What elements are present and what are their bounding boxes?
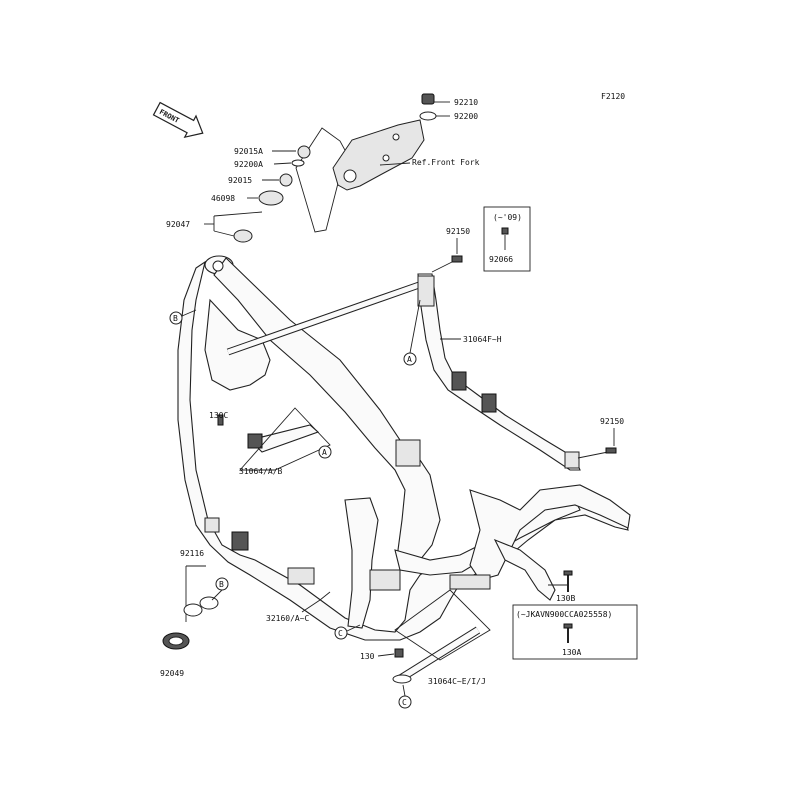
svg-text:C: C — [402, 698, 407, 707]
label-92015A: 92015A — [234, 147, 263, 156]
race-icon — [233, 229, 253, 243]
label-until-vin: (~JKAVN900CCA025558) — [516, 610, 612, 619]
label-31064AB: 31064/A/B — [239, 467, 283, 476]
label-31064CEIJ: 31064C~E/I/J — [428, 677, 486, 686]
label-130A: 130A — [562, 648, 581, 657]
svg-text:C: C — [338, 629, 343, 638]
bracket-hole — [343, 169, 357, 183]
washer-92066-icon — [501, 227, 509, 235]
label-92015: 92015 — [228, 176, 252, 185]
box-until-vin — [512, 604, 638, 660]
label-ref-front-fork: Ref.Front Fork — [412, 158, 480, 167]
label-92200: 92200 — [454, 112, 478, 121]
washer-icon — [419, 111, 437, 121]
label-92150-right: 92150 — [600, 417, 624, 426]
box-until-09 — [483, 206, 531, 272]
callout-a-right: A — [403, 352, 417, 366]
bolt-130A-icon — [563, 623, 573, 629]
label-130B: 130B — [556, 594, 575, 603]
label-130C: 130C — [209, 411, 228, 420]
label-92210: 92210 — [454, 98, 478, 107]
callout-c-bottom: C — [398, 695, 412, 709]
frame-outline — [177, 260, 629, 641]
removable-down-tube-lower — [217, 407, 331, 471]
label-92066: 92066 — [489, 255, 513, 264]
rear-down-tube — [344, 497, 379, 629]
label-92150-top: 92150 — [446, 227, 470, 236]
front-arrow-icon: FRONT — [152, 101, 204, 139]
callout-c-left: C — [334, 626, 348, 640]
main-frame — [177, 255, 631, 641]
bolt-130-icon — [394, 648, 404, 658]
svg-text:B: B — [219, 580, 224, 589]
cap-nut-icon — [421, 93, 435, 105]
left-down-tube — [417, 273, 581, 471]
upper-fork-bracket — [332, 119, 425, 191]
callout-b-top: B — [169, 311, 183, 325]
rear-subframe — [469, 484, 631, 581]
removable-down-tube-upper — [226, 273, 617, 471]
label-92049: 92049 — [160, 669, 184, 678]
bearing-icon — [258, 190, 284, 206]
rear-fender-strut — [493, 538, 556, 601]
backbone-tube — [213, 257, 441, 571]
label-130: 130 — [360, 652, 375, 661]
svg-text:A: A — [407, 355, 412, 364]
label-32160AC: 32160/A~C — [266, 614, 310, 623]
label-92047: 92047 — [166, 220, 190, 229]
label-92200A: 92200A — [234, 160, 263, 169]
bolt-130B-icon — [563, 570, 573, 576]
callout-a-left: A — [318, 445, 332, 459]
label-until-09: (~'09) — [493, 213, 522, 222]
fork-bracket-group — [204, 93, 450, 243]
label-92116: 92116 — [180, 549, 204, 558]
bolt-icon-92150 — [451, 255, 463, 263]
exploded-boundary — [295, 127, 347, 233]
engine-mount-icon — [231, 531, 249, 551]
callout-b-bottom: B — [215, 577, 229, 591]
lower-cross-tube — [392, 589, 491, 684]
label-31064FH: 31064F~H — [463, 335, 502, 344]
svg-text:B: B — [173, 314, 178, 323]
locknut-icon — [297, 145, 311, 159]
label-46098: 46098 — [211, 194, 235, 203]
diagram-id: F2120 — [601, 92, 625, 101]
washer-92116-icon — [183, 603, 203, 617]
svg-text:A: A — [322, 448, 327, 457]
